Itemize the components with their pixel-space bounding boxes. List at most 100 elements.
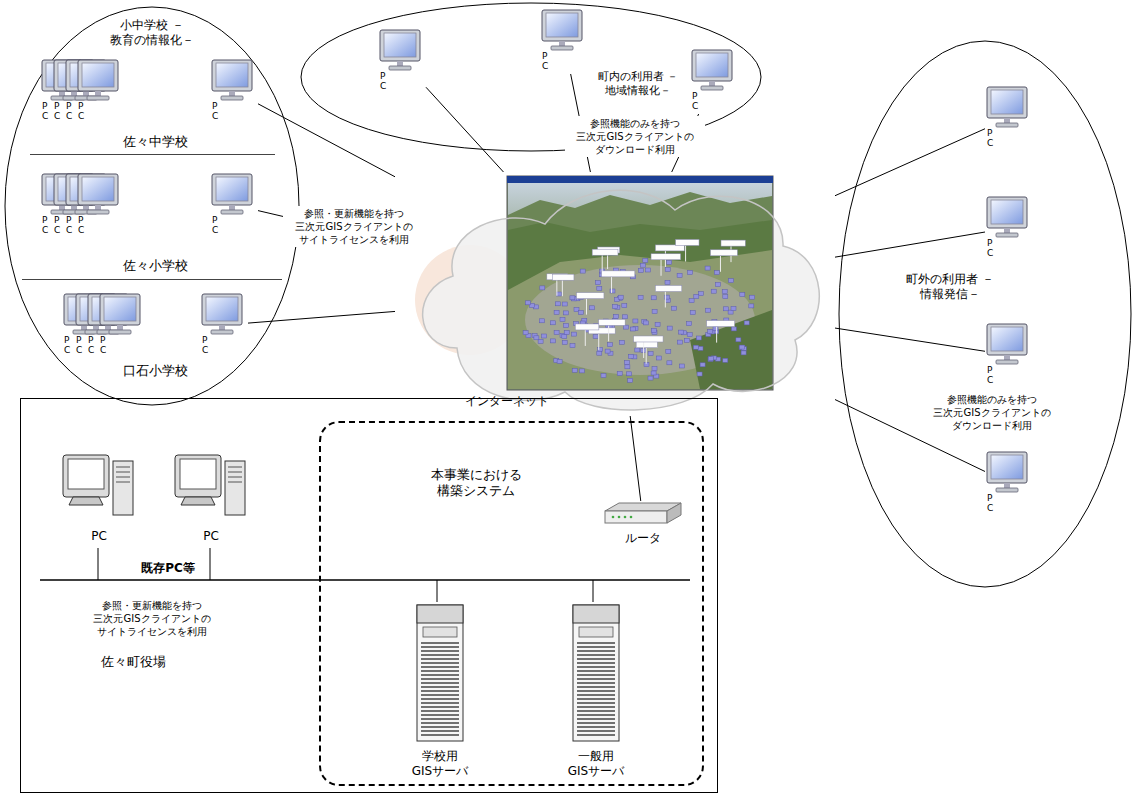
ellipse-line [5, 7, 299, 405]
monitor-stand [219, 325, 225, 330]
monitor-screen [991, 455, 1023, 479]
hill [690, 310, 772, 389]
monitor-symbol [98, 292, 142, 336]
monitor-stand [81, 325, 87, 330]
house-block [688, 271, 693, 275]
cloud-fill [423, 190, 820, 410]
house-block [694, 295, 699, 299]
pin-stick [720, 256, 721, 272]
server-drive [423, 627, 457, 637]
server-symbol [395, 603, 485, 743]
house-block [564, 324, 569, 328]
ellipse-line [839, 41, 1131, 587]
node-label: 小中学校 －教育の情報化－ [97, 18, 207, 48]
monitor-symbol [200, 292, 244, 336]
server-vent [577, 702, 615, 704]
pc-label: PC [88, 336, 97, 356]
drive-slot [228, 482, 242, 483]
node-label: 佐々小学校 [110, 258, 200, 274]
house-block [560, 317, 565, 321]
house-block [736, 338, 741, 342]
monitor-base [701, 86, 723, 90]
pc-icon: PC [540, 8, 588, 74]
monitor-screen [546, 13, 578, 37]
house-block [578, 311, 583, 315]
lan-drop [593, 580, 594, 602]
house-block [652, 367, 657, 371]
monitor-frame [78, 174, 118, 205]
server-vent [577, 666, 615, 668]
monitor-frame [100, 294, 140, 325]
pin-tag [634, 336, 663, 342]
house-block [741, 351, 746, 355]
house-block [617, 372, 622, 376]
node-label: 一般用 GISサーバ [551, 749, 641, 779]
monitor-stand [559, 41, 565, 46]
router-side [667, 503, 681, 523]
house-block [739, 346, 744, 350]
pin-tag [636, 342, 657, 348]
router-led [624, 516, 627, 519]
house-block [564, 331, 569, 335]
pin-tag [655, 285, 681, 291]
pc-label: PC [202, 336, 211, 356]
house-block [557, 359, 562, 363]
drive-slot [228, 477, 242, 478]
house-block [623, 315, 628, 319]
pin-tag [707, 321, 735, 327]
house-block [696, 336, 701, 340]
pin-tag [655, 245, 684, 251]
server-vent [577, 658, 615, 660]
network-link [426, 87, 503, 172]
drive-slot [116, 477, 130, 478]
internet-cloud: インターネット [395, 172, 835, 416]
node-label: 本事業における 構築システム [421, 467, 531, 500]
server-symbol [551, 603, 641, 743]
house-block [705, 266, 710, 270]
pc-label: PC [64, 336, 73, 356]
monitor-stand [117, 325, 123, 330]
server-vent [421, 682, 459, 684]
pin-stick [598, 334, 599, 350]
monitor-stand [709, 81, 715, 86]
monitor-frame [987, 87, 1027, 118]
server-vent [577, 710, 615, 712]
house-block [612, 305, 617, 309]
pc-label: PC [212, 102, 221, 122]
server-vent [421, 690, 459, 692]
pc-icon: PC [171, 449, 253, 549]
monitor-stand [95, 91, 101, 96]
house-block [723, 307, 728, 311]
monitor-symbol [985, 195, 1029, 239]
house-block [534, 336, 539, 340]
monitor-stand [59, 91, 65, 96]
server-vent [421, 666, 459, 668]
monitor-symbol [540, 8, 584, 52]
network-link [835, 129, 985, 196]
house-block [605, 349, 610, 353]
house-block [708, 357, 713, 361]
house-block [648, 352, 653, 356]
house-block [731, 327, 736, 331]
house-block [667, 361, 672, 365]
drive-slot [116, 472, 130, 473]
house-block [667, 260, 672, 264]
crt-screen [68, 459, 104, 489]
server-vent [421, 730, 459, 732]
monitor-symbol [378, 28, 422, 72]
group-ellipse: 町外の利用者 －情報発信－PCPCPCPC [838, 40, 1132, 588]
server-vent [421, 698, 459, 700]
monitor-base [996, 360, 1018, 364]
crt-base [181, 497, 215, 505]
monitor-frame [987, 324, 1027, 355]
gis-screenshot [507, 176, 773, 390]
house-block [723, 295, 728, 299]
monitor-stand [1004, 118, 1010, 123]
pc-label: PC [78, 102, 87, 122]
monitor-screen [82, 177, 114, 201]
monitor-base [211, 330, 233, 334]
house-block [713, 327, 718, 331]
node-label: 佐々中学校 [110, 134, 200, 150]
drive-slot [116, 482, 130, 483]
crt-frame [63, 455, 109, 497]
